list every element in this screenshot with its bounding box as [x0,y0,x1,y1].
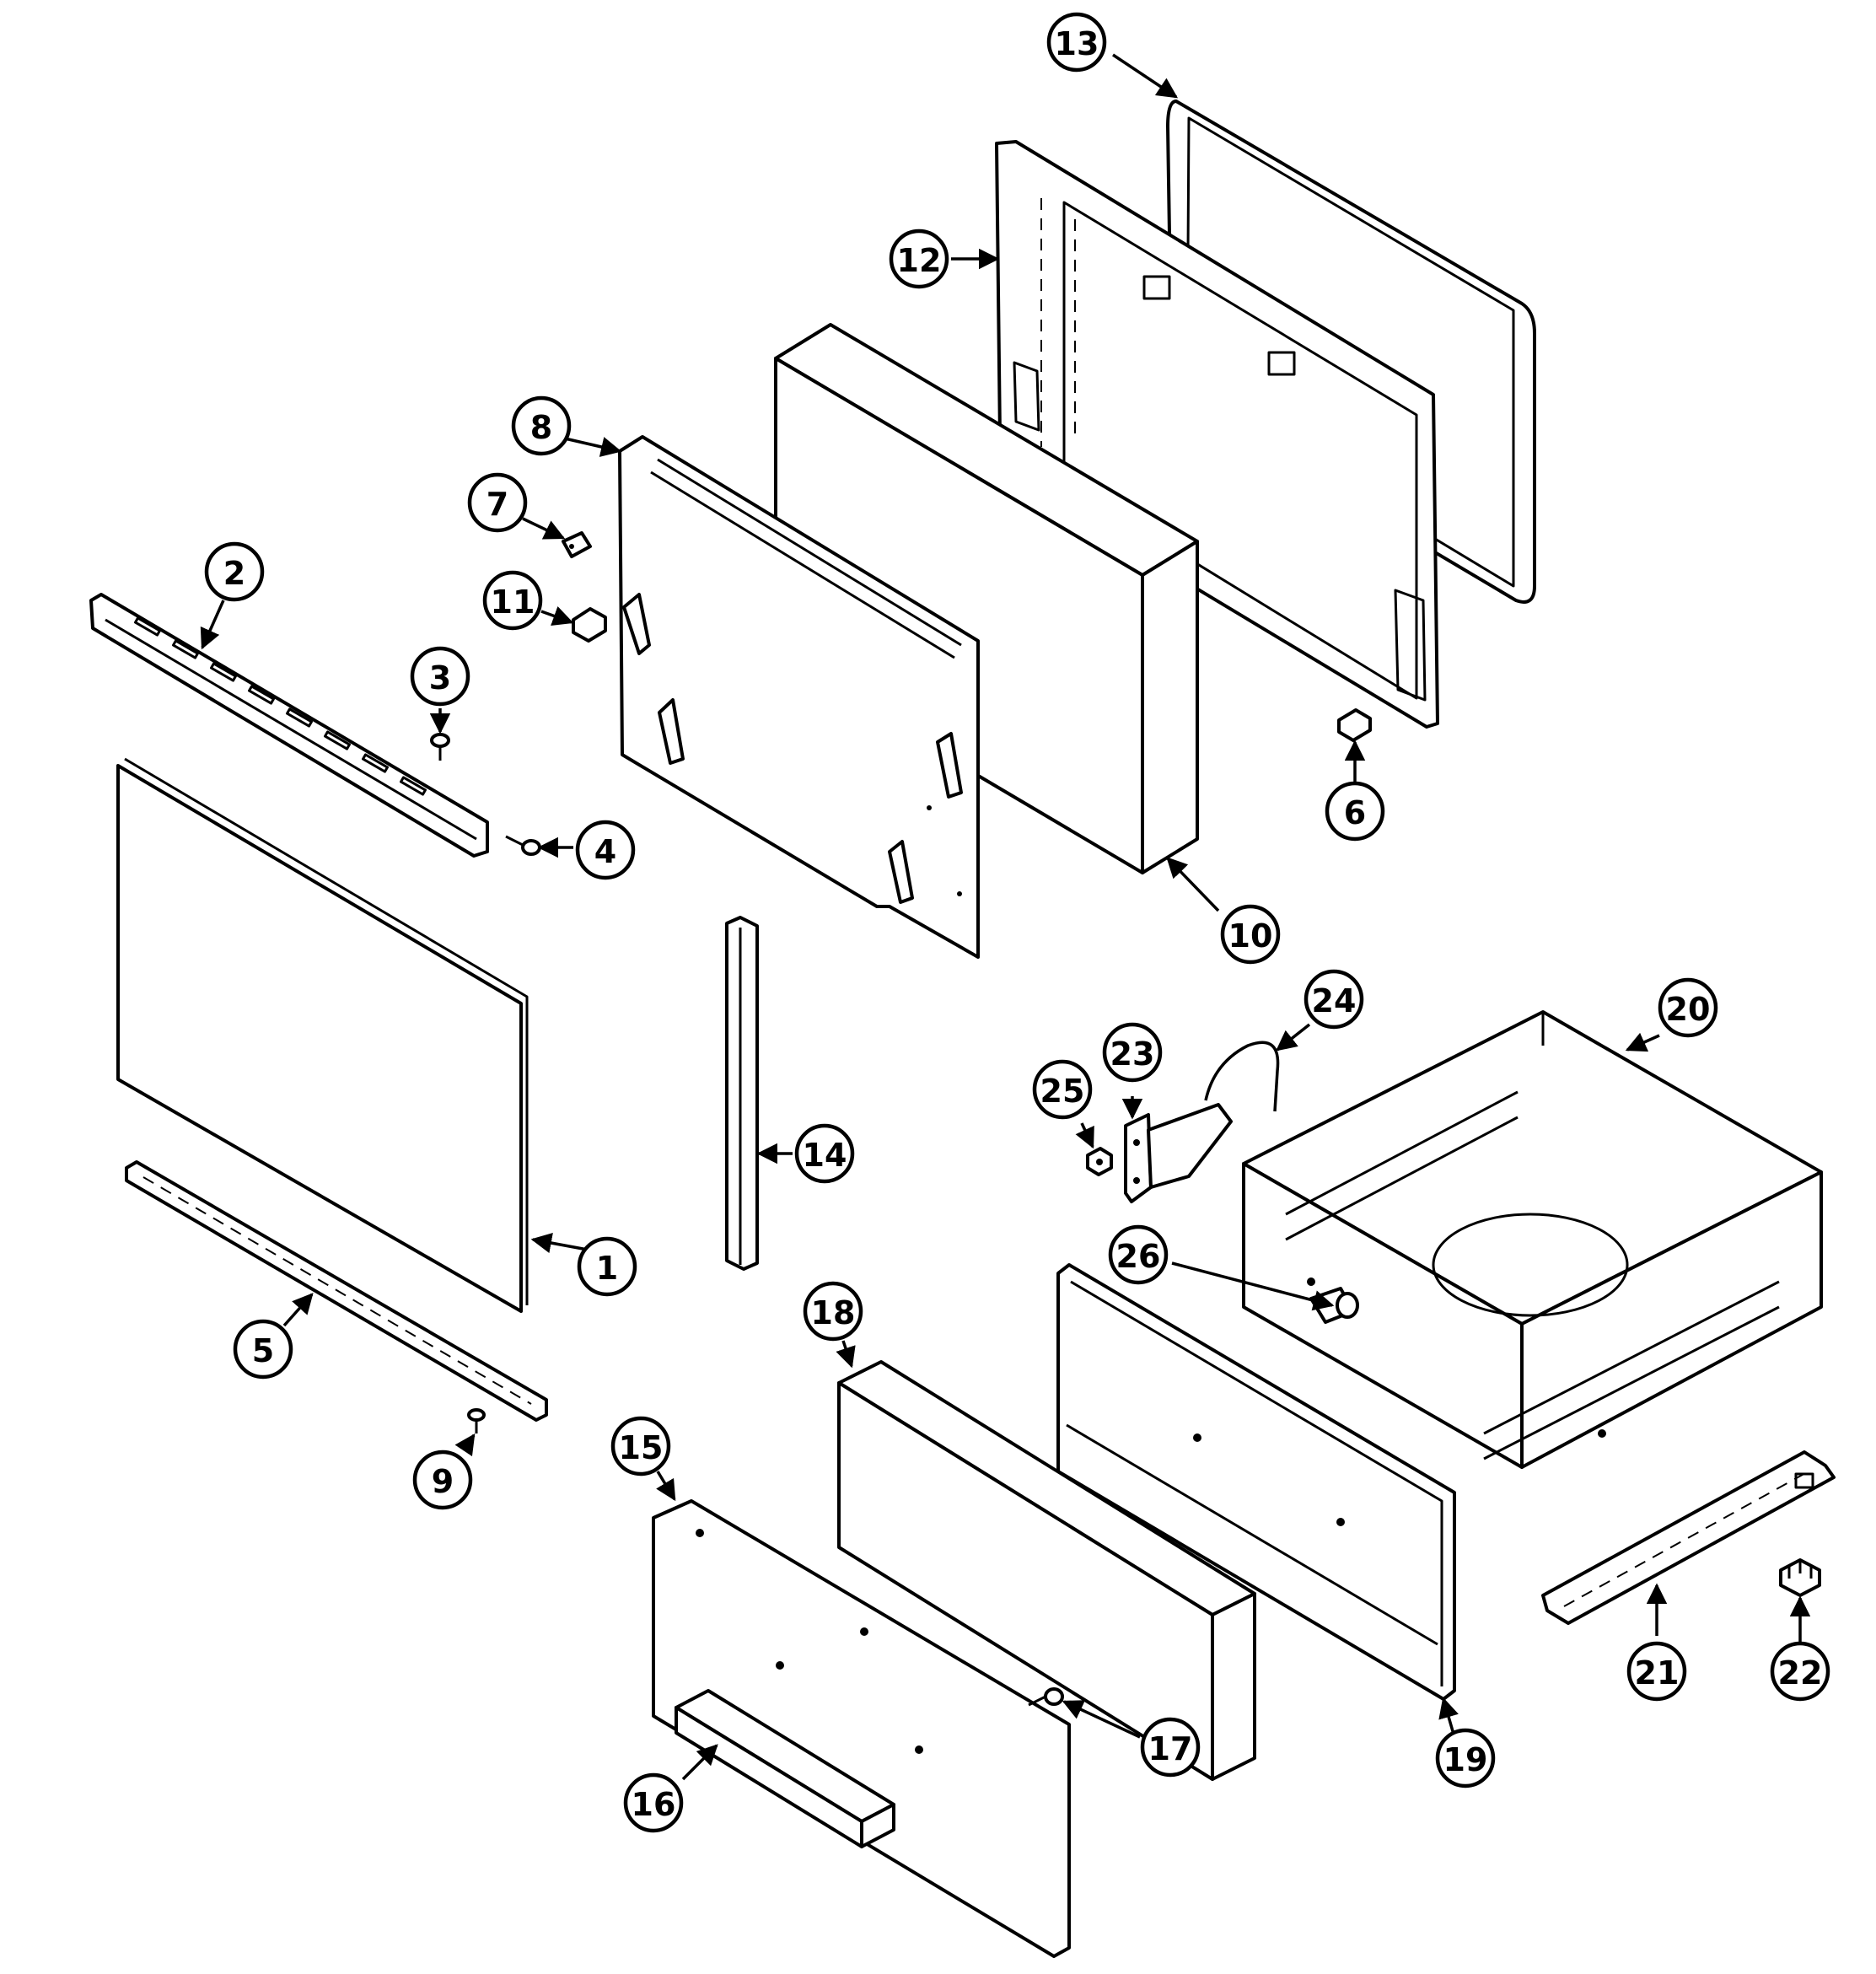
svg-text:24: 24 [1312,982,1357,1019]
part-23-bracket [1124,1103,1233,1203]
part-11-spacer [572,607,607,643]
callout-26: 26 [1108,1224,1169,1285]
callout-1: 1 [577,1236,637,1297]
part-21-rail [1541,1450,1836,1625]
svg-text:23: 23 [1110,1035,1155,1073]
callout-2: 2 [204,541,265,602]
callout-16: 16 [623,1772,684,1833]
part-15-outer-front [652,1499,1071,1958]
callout-3: 3 [410,646,470,707]
svg-text:3: 3 [429,659,451,697]
part-6-spacer [1337,708,1372,742]
callout-4: 4 [575,820,636,880]
svg-text:19: 19 [1443,1741,1488,1778]
part-10-door-box [774,323,1199,874]
part-4-screw [505,835,541,856]
svg-text:10: 10 [1228,917,1273,955]
part-2-top-trim [89,593,489,858]
callout-5: 5 [233,1319,293,1380]
part-18-insulation [837,1360,1256,1781]
part-16-handle-pad [675,1689,895,1848]
part-8-inner-panel [618,435,980,959]
part-7-clip [562,531,592,558]
callout-14: 14 [794,1123,855,1184]
callout-15: 15 [610,1416,671,1476]
callout-6: 6 [1325,781,1385,842]
callout-22: 22 [1770,1641,1830,1702]
svg-text:12: 12 [897,242,942,279]
svg-text:11: 11 [491,584,535,621]
svg-text:4: 4 [594,833,616,870]
callout-19: 19 [1435,1728,1496,1788]
part-24-wire [1204,1041,1280,1112]
svg-text:16: 16 [632,1786,676,1823]
callout-25: 25 [1032,1059,1093,1120]
svg-text:7: 7 [486,486,508,523]
svg-text:22: 22 [1778,1654,1823,1692]
callout-23: 23 [1102,1022,1163,1083]
svg-text:15: 15 [619,1429,664,1466]
svg-text:17: 17 [1148,1730,1193,1767]
svg-text:18: 18 [811,1294,856,1331]
svg-text:13: 13 [1055,25,1099,62]
part-25-nut [1086,1147,1113,1176]
callout-18: 18 [803,1281,863,1342]
svg-text:26: 26 [1116,1238,1161,1275]
part-17-screw [1028,1687,1064,1707]
svg-text:2: 2 [223,555,245,592]
svg-text:6: 6 [1344,794,1366,831]
callout-10: 10 [1220,904,1281,965]
svg-text:20: 20 [1666,991,1711,1028]
part-1-glass [116,757,529,1313]
callout-7: 7 [467,472,528,533]
callout-20: 20 [1658,977,1718,1038]
callout-12: 12 [889,229,949,289]
part-9-screw [467,1408,486,1433]
svg-text:9: 9 [432,1463,454,1500]
callout-11: 11 [482,570,543,631]
part-22-clip [1779,1558,1821,1597]
part-20-drawer-body [1242,1010,1823,1469]
callout-8: 8 [511,395,572,456]
svg-text:8: 8 [530,409,552,446]
part-5-bottom-trim [125,1160,548,1422]
callout-13: 13 [1046,12,1107,73]
svg-text:25: 25 [1040,1073,1085,1110]
part-3-screw [430,733,450,761]
callout-24: 24 [1304,969,1364,1030]
svg-text:1: 1 [596,1250,618,1287]
svg-text:5: 5 [252,1332,274,1369]
part-14-strip [725,916,759,1271]
part-19-drawer-front [1056,1263,1456,1701]
svg-text:14: 14 [803,1137,847,1174]
callout-17: 17 [1140,1717,1201,1778]
svg-text:21: 21 [1635,1654,1680,1692]
callout-21: 21 [1626,1641,1687,1702]
callout-9: 9 [412,1450,473,1510]
